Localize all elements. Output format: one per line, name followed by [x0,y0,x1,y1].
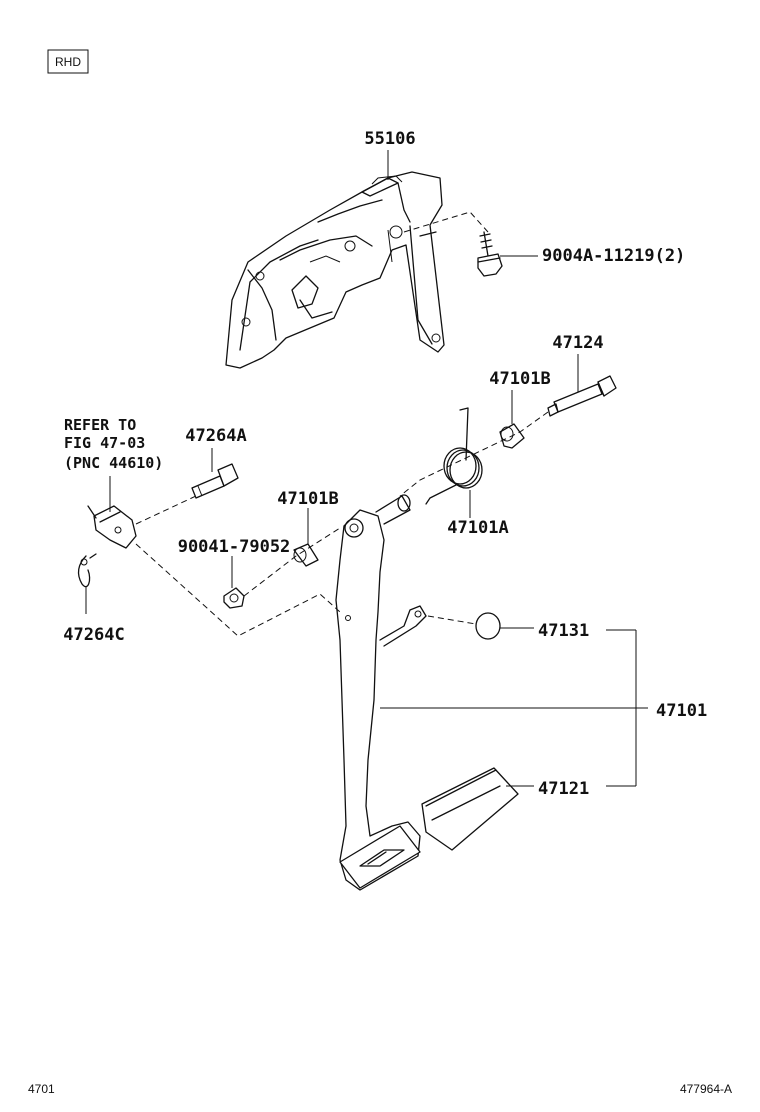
label-47101b-mid: 47101B [277,489,338,509]
label-90041-79052: 90041-79052 [178,537,291,557]
footer-illustration-id: 477964-A [680,1082,732,1096]
label-47101: 47101 [656,701,707,721]
rhd-badge: RHD [47,49,89,74]
pedal-pad-47121 [421,767,519,851]
pedal-bracket-55106 [225,171,445,369]
bushing-47101b-mid [293,543,319,567]
clevis-pin-47264a [191,463,239,499]
clutch-pedal-47101 [335,494,427,891]
label-47124: 47124 [552,333,603,353]
clevis-fork [87,505,137,549]
stopper-cushion-47131 [475,612,501,640]
rhd-badge-label: RHD [55,55,81,69]
label-47264a: 47264A [185,426,246,446]
pivot-bolt-47124 [547,375,617,417]
refer-note-line-1: REFER TO [64,416,136,434]
label-55106: 55106 [364,129,415,149]
label-9004a-11219: 9004A-11219(2) [542,246,685,266]
bolt-9004a [477,231,503,277]
label-47264c: 47264C [63,625,124,645]
label-47101a: 47101A [447,518,508,538]
refer-note-line-3: (PNC 44610) [64,454,163,472]
footer-page-code: 4701 [28,1082,55,1096]
label-47101b-top: 47101B [489,369,550,389]
refer-note-line-2: FIG 47-03 [64,434,145,452]
return-spring-47101a [425,407,483,505]
snap-pin-47264c [77,553,97,588]
label-47121: 47121 [538,779,589,799]
nut-90041-79052 [223,587,245,609]
label-47131: 47131 [538,621,589,641]
